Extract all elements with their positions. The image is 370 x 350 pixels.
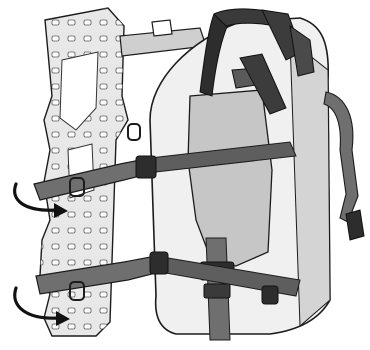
upper-d-ring xyxy=(128,124,140,140)
lower-strap-buckle xyxy=(150,252,168,274)
side-buckle xyxy=(346,210,364,240)
middle-strap-buckle xyxy=(136,156,156,178)
